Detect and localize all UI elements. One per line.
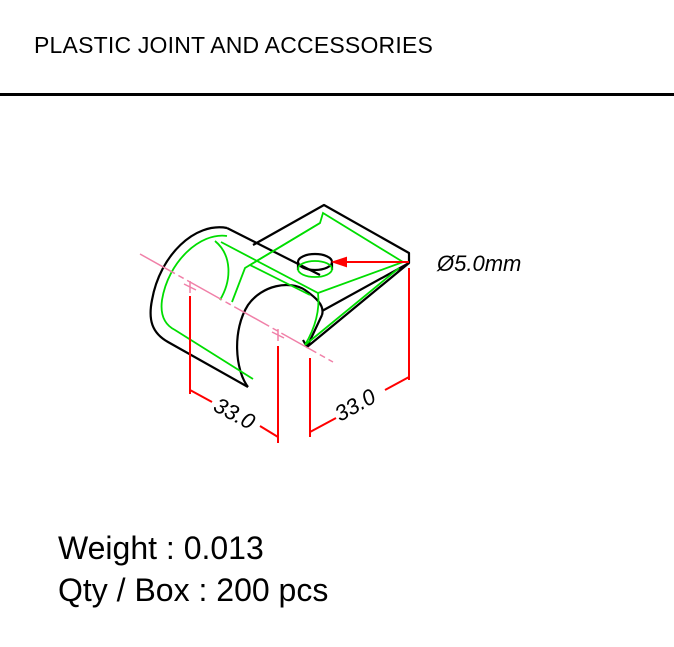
part-inner-edges (160, 211, 406, 380)
page-title: PLASTIC JOINT AND ACCESSORIES (34, 32, 434, 58)
dimension-right-label: 33.0 (330, 383, 380, 426)
qty-per-box-spec: Qty / Box : 200 pcs (58, 572, 329, 608)
dimension-left-label: 33.0 (210, 392, 260, 435)
weight-spec: Weight : 0.013 (58, 530, 264, 566)
header-divider (0, 93, 674, 96)
hole-diameter-label: Ø5.0mm (436, 251, 521, 276)
centerline (139, 253, 334, 363)
dimension-lines (189, 256, 410, 443)
